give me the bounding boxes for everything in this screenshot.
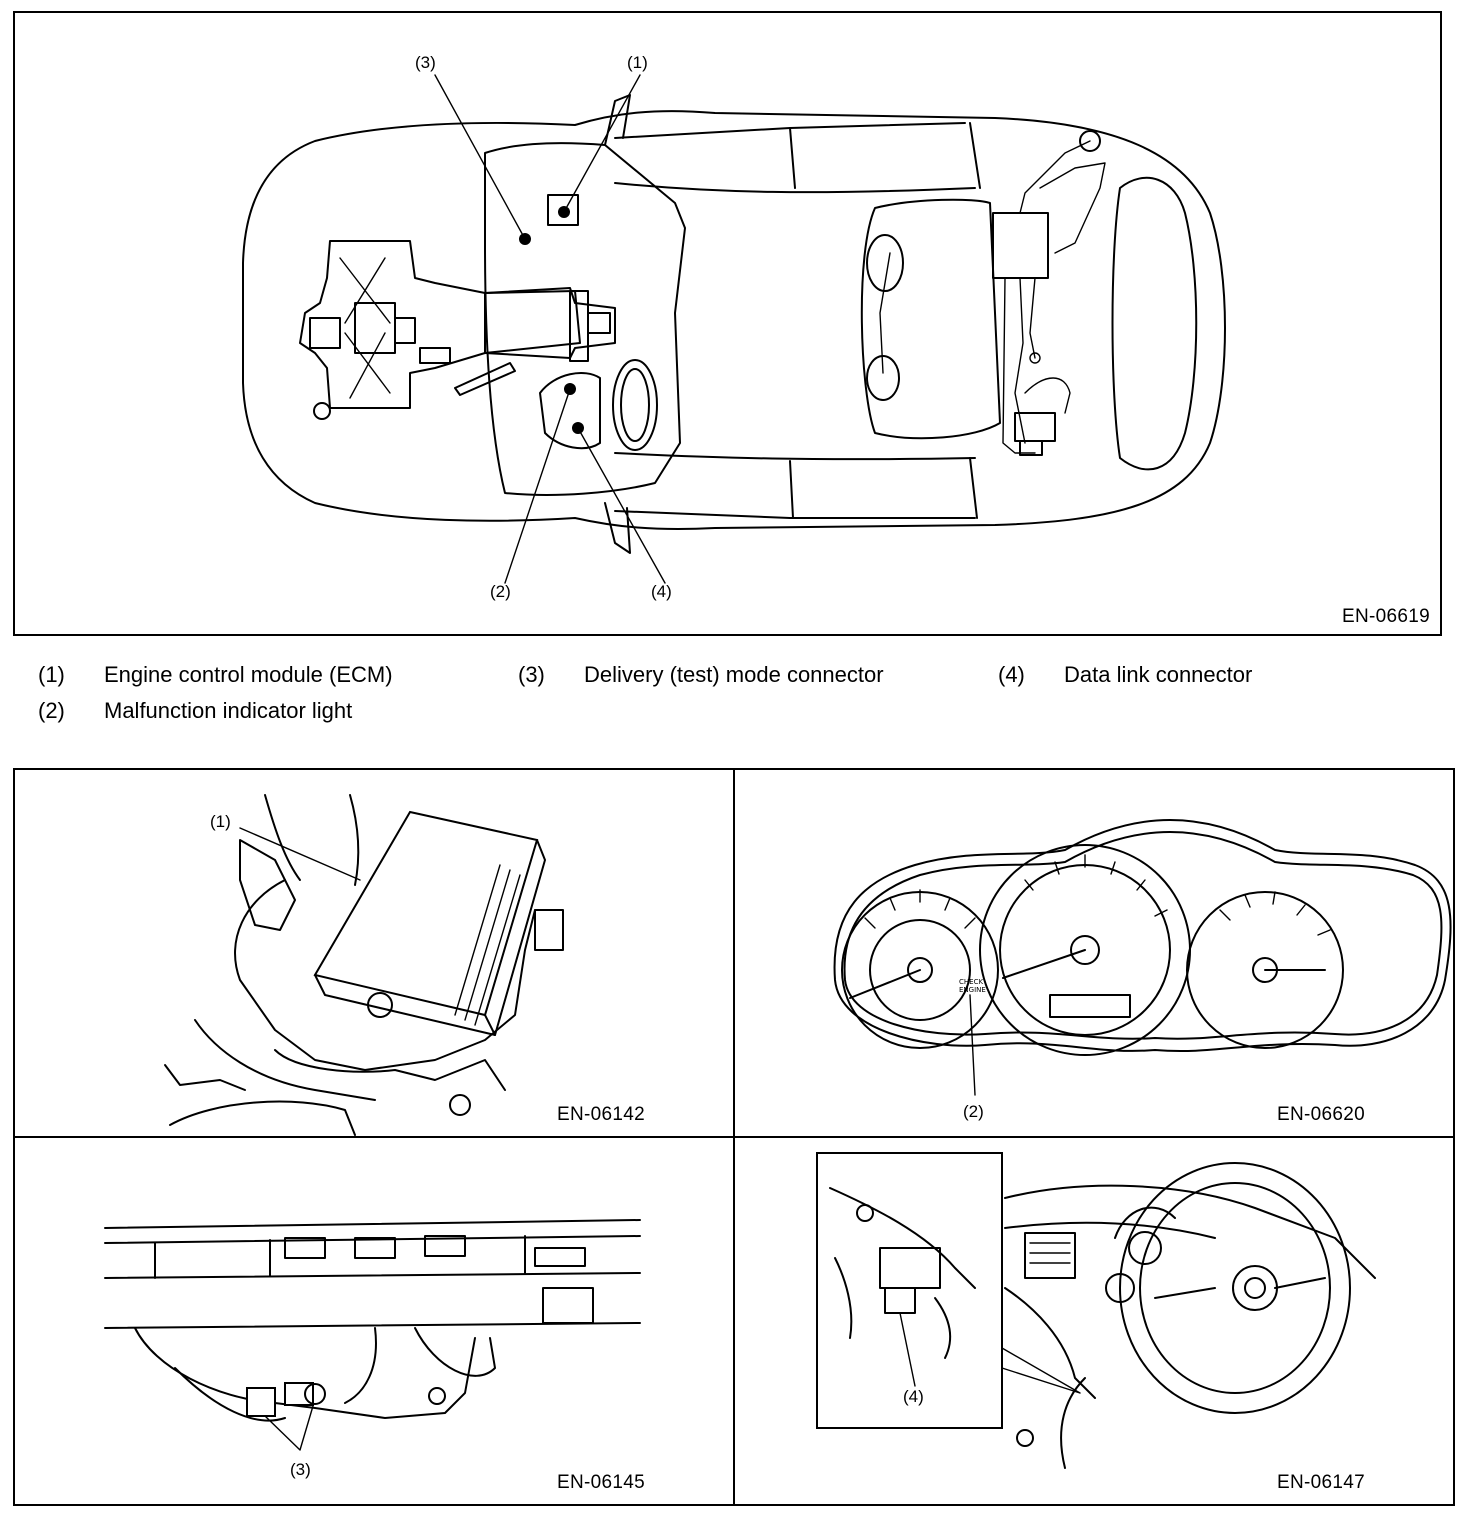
callout-1: (1) bbox=[210, 812, 231, 831]
legend-item-4: (4) Data link connector bbox=[998, 662, 1438, 690]
delivery-connector-illustration: (3) bbox=[104, 1219, 641, 1479]
panel-data-link-connector: (4) EN-06147 bbox=[733, 1136, 1455, 1506]
legend-item-3: (3) Delivery (test) mode connector bbox=[518, 662, 958, 690]
legend-item-2: (2) Malfunction indicator light bbox=[38, 698, 478, 726]
panel-delivery-mode-connector: (3) EN-06145 bbox=[13, 1136, 735, 1506]
panel-code: EN-06620 bbox=[1277, 1104, 1365, 1125]
legend-num: (3) bbox=[518, 662, 545, 687]
data-link-connector-illustration: (4) bbox=[816, 1152, 1376, 1469]
ecm-illustration: (1) bbox=[164, 794, 564, 1136]
legend-num: (2) bbox=[38, 698, 65, 723]
legend-text: Malfunction indicator light bbox=[104, 698, 353, 723]
callout-3: (3) bbox=[415, 53, 436, 72]
legend-item-1: (1) Engine control module (ECM) bbox=[38, 662, 478, 690]
legend-text: Delivery (test) mode connector bbox=[584, 662, 884, 687]
legend-num: (4) bbox=[998, 662, 1025, 687]
callout-1: (1) bbox=[627, 53, 648, 72]
main-figure: (3) (1) (2) (4) EN-06619 bbox=[13, 11, 1442, 636]
callout-3: (3) bbox=[290, 1460, 311, 1479]
legend-num: (1) bbox=[38, 662, 65, 687]
check-engine-text-1: CHECK bbox=[959, 978, 983, 986]
panel-code: EN-06147 bbox=[1277, 1472, 1365, 1493]
figure-code: EN-06619 bbox=[1342, 606, 1430, 627]
panel-code: EN-06145 bbox=[557, 1472, 645, 1493]
meter-illustration: CHECK ENGINE (2) bbox=[833, 819, 1452, 1121]
callout-2: (2) bbox=[490, 582, 511, 601]
car-top-view-diagram: (3) (1) (2) (4) bbox=[242, 53, 1226, 601]
panel-code: EN-06142 bbox=[557, 1104, 645, 1125]
panel-combination-meter: CHECK ENGINE (2) EN-06620 bbox=[733, 768, 1455, 1138]
check-engine-text-2: ENGINE bbox=[959, 986, 986, 994]
legend-text: Engine control module (ECM) bbox=[104, 662, 393, 687]
panel-ecm: (1) EN-06142 bbox=[13, 768, 735, 1138]
legend-text: Data link connector bbox=[1064, 662, 1253, 687]
callout-4: (4) bbox=[903, 1387, 924, 1406]
legend: (1) Engine control module (ECM) (3) Deli… bbox=[0, 654, 1472, 744]
callout-4: (4) bbox=[651, 582, 672, 601]
callout-2: (2) bbox=[963, 1102, 984, 1121]
